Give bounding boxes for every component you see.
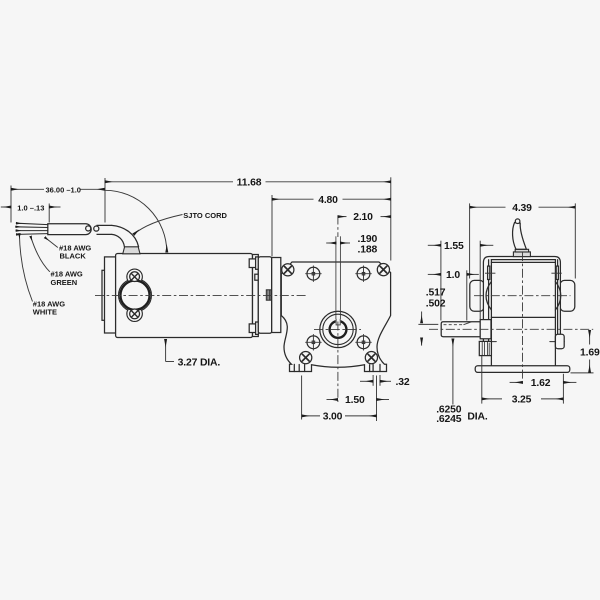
svg-text:3.00: 3.00 bbox=[323, 412, 343, 423]
svg-text:.32: .32 bbox=[396, 377, 410, 388]
svg-text:.6250: .6250 bbox=[436, 405, 462, 416]
svg-text:4.80: 4.80 bbox=[318, 195, 338, 206]
svg-text:1.69: 1.69 bbox=[580, 348, 600, 359]
svg-text:36.00 –1.0: 36.00 –1.0 bbox=[46, 185, 81, 194]
svg-text:.6245: .6245 bbox=[436, 414, 462, 425]
svg-text:#18 AWG: #18 AWG bbox=[33, 300, 65, 309]
svg-text:DIA.: DIA. bbox=[467, 411, 487, 422]
svg-text:1.0 –.13: 1.0 –.13 bbox=[17, 203, 44, 212]
svg-text:#18 AWG: #18 AWG bbox=[59, 244, 91, 253]
svg-text:.517: .517 bbox=[426, 288, 446, 299]
svg-text:GREEN: GREEN bbox=[51, 278, 78, 287]
svg-text:2.10: 2.10 bbox=[353, 212, 373, 223]
svg-text:3.25: 3.25 bbox=[512, 395, 532, 406]
svg-text:.502: .502 bbox=[426, 298, 446, 309]
svg-text:.188: .188 bbox=[358, 244, 378, 255]
svg-text:SJTO CORD: SJTO CORD bbox=[183, 211, 227, 220]
svg-text:4.39: 4.39 bbox=[512, 203, 532, 214]
svg-text:BLACK: BLACK bbox=[60, 252, 87, 261]
svg-text:1.0: 1.0 bbox=[446, 270, 460, 281]
svg-text:1.50: 1.50 bbox=[345, 395, 365, 406]
svg-text:11.68: 11.68 bbox=[237, 177, 262, 188]
svg-text:3.27 DIA.: 3.27 DIA. bbox=[178, 358, 221, 369]
svg-text:1.55: 1.55 bbox=[444, 241, 464, 252]
svg-text:1.62: 1.62 bbox=[531, 378, 551, 389]
svg-text:.190: .190 bbox=[358, 234, 378, 245]
svg-text:#18 AWG: #18 AWG bbox=[51, 270, 83, 279]
svg-text:WHITE: WHITE bbox=[33, 308, 57, 317]
